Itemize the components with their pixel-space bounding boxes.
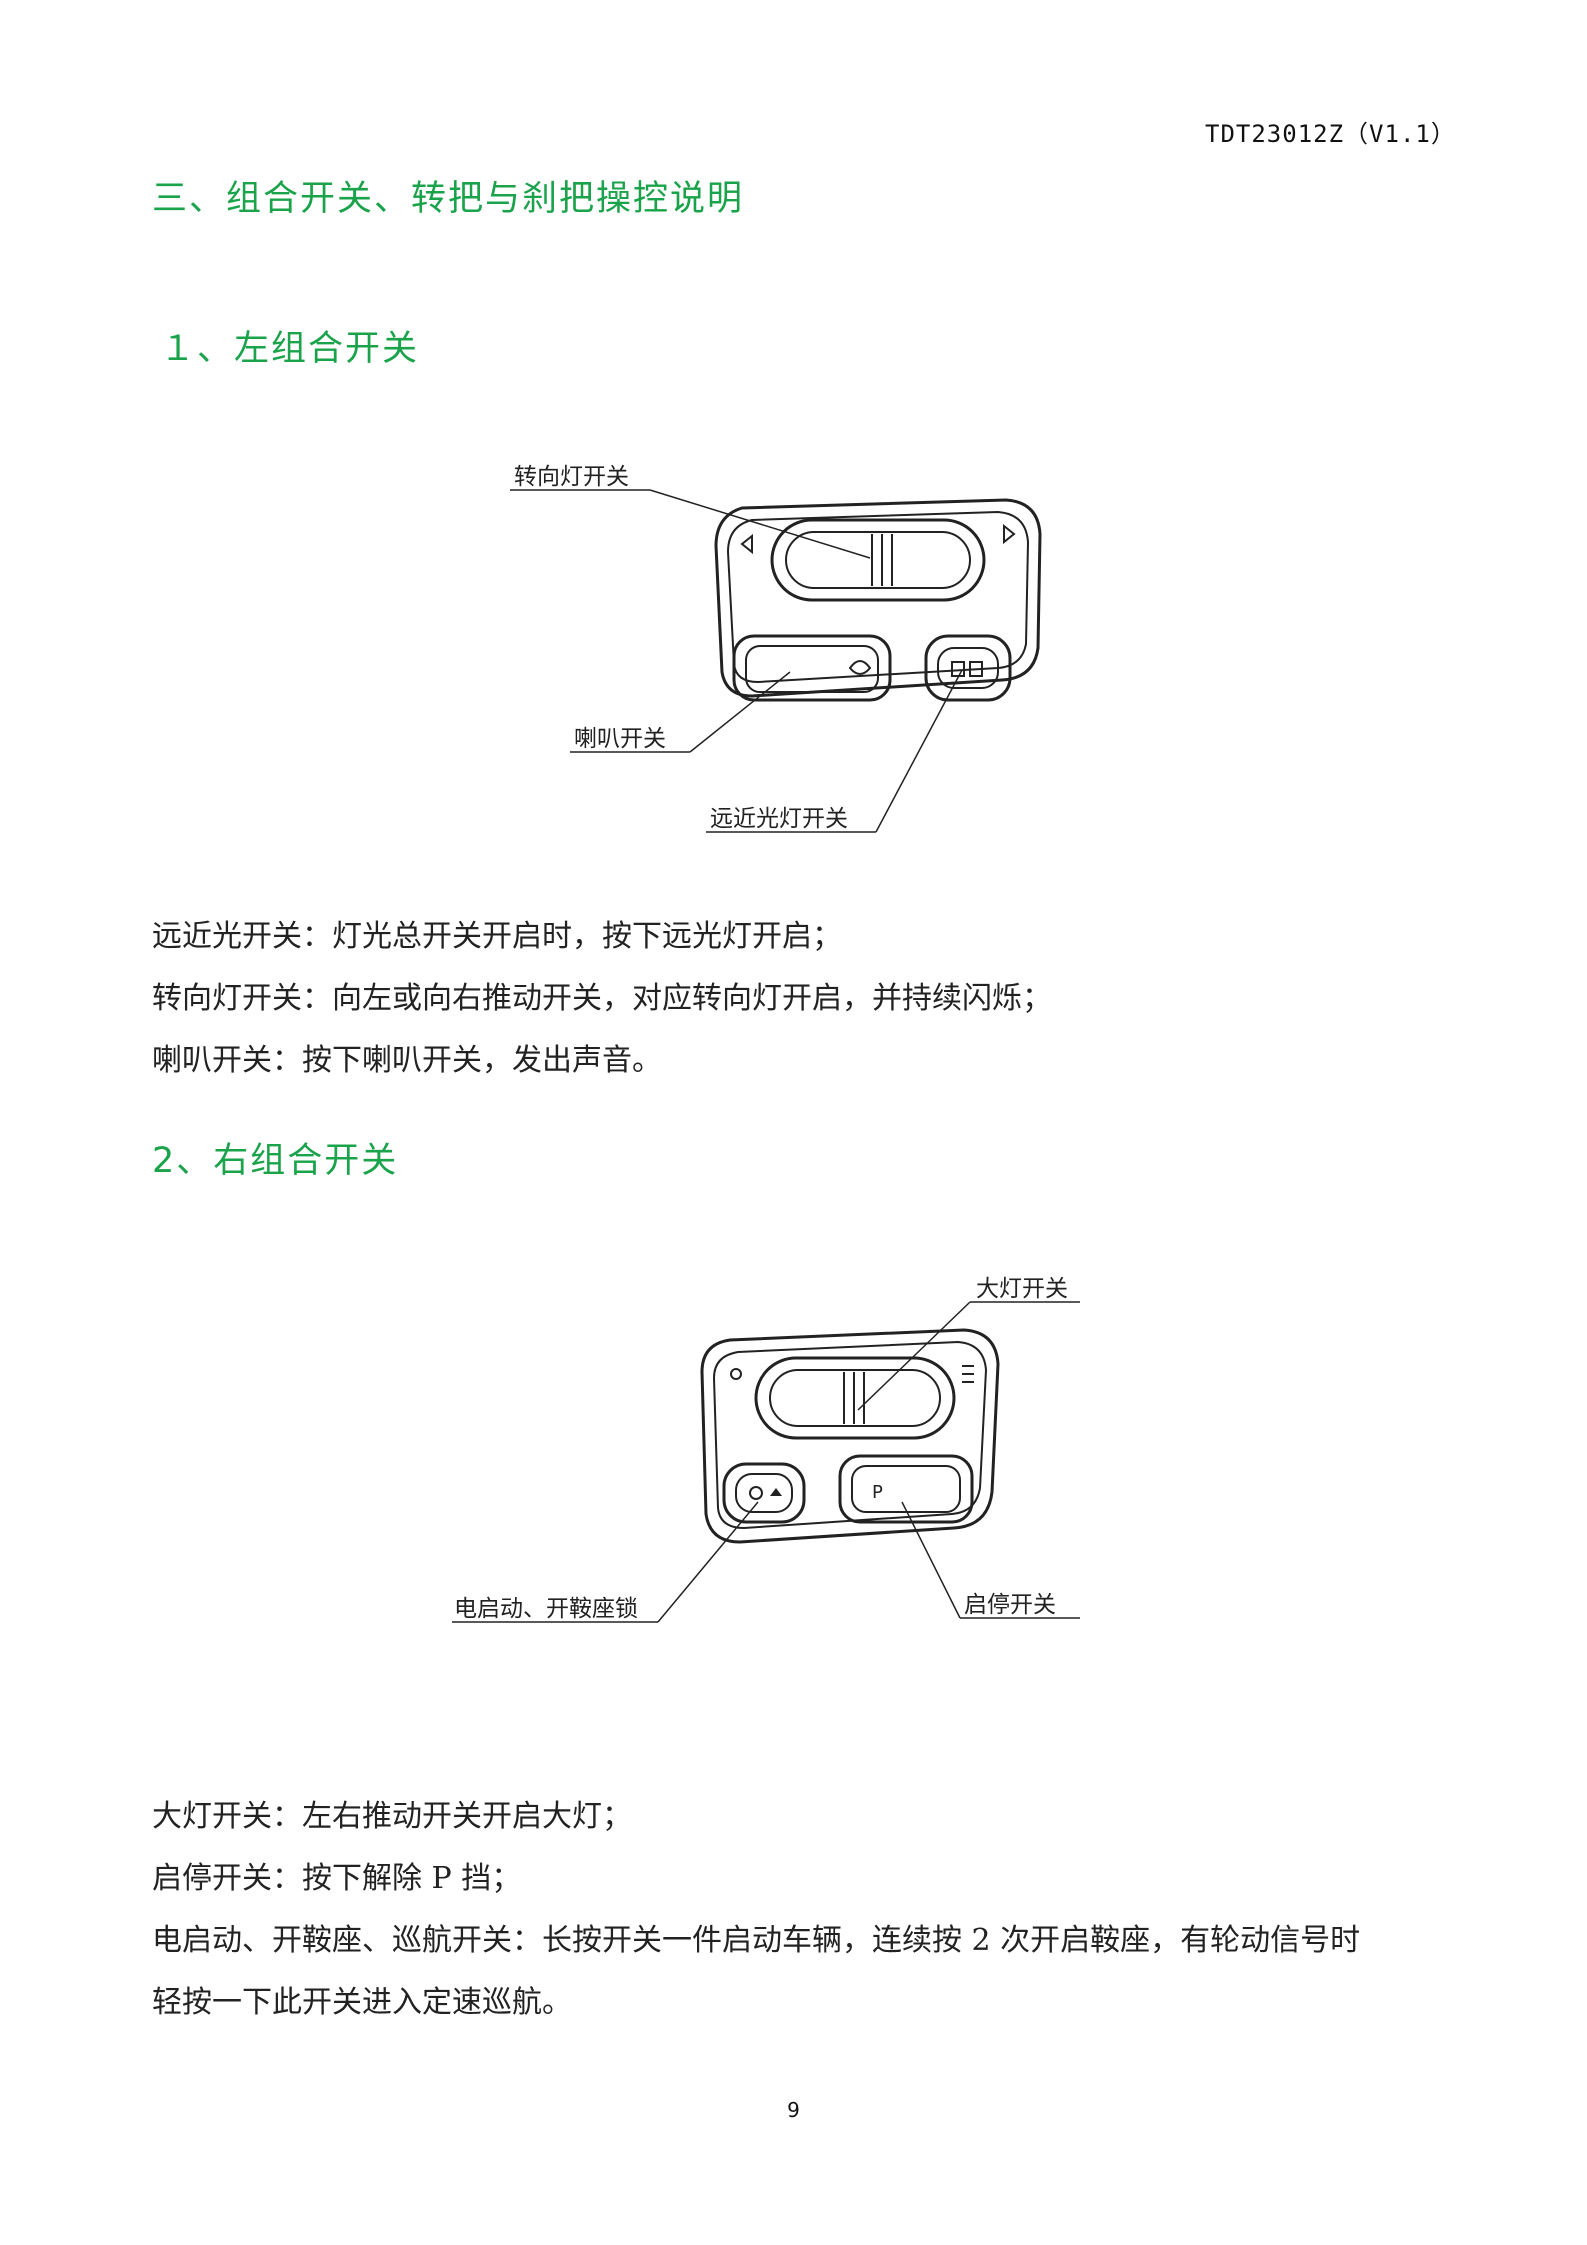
description-line: 启停开关：按下解除 P 挡； (152, 1861, 522, 1896)
page-number: 9 (787, 2098, 800, 2122)
section-title: 三、组合开关、转把与刹把操控说明 (152, 179, 745, 219)
label-beam-switch: 远近光灯开关 (710, 806, 848, 832)
right-switch-descriptions: 大灯开关：左右推动开关开启大灯； 启停开关：按下解除 P 挡； 电启动、开鞍座、… (152, 1786, 1360, 2034)
label-turn-signal-switch: 转向灯开关 (514, 464, 629, 490)
left-switch-title: １、左组合开关 (160, 329, 420, 369)
label-headlight-switch: 大灯开关 (976, 1276, 1068, 1302)
description-line: 喇叭开关：按下喇叭开关，发出声音。 (152, 1043, 662, 1078)
left-switch-descriptions: 远近光开关：灯光总开关开启时，按下远光灯开启； 转向灯开关：向左或向右推动开关，… (152, 906, 1052, 1092)
right-switch-title: 2、右组合开关 (152, 1141, 399, 1181)
description-line: 轻按一下此开关进入定速巡航。 (152, 1985, 572, 2020)
label-horn-switch: 喇叭开关 (574, 726, 666, 752)
description-line: 转向灯开关：向左或向右推动开关，对应转向灯开启，并持续闪烁； (152, 981, 1052, 1016)
right-switch-diagram: P 大灯开关 电启动、开鞍座锁 启停开关 (440, 1270, 1100, 1650)
description-line: 大灯开关：左右推动开关开启大灯； (152, 1799, 632, 1834)
label-start-stop-switch: 启停开关 (964, 1592, 1056, 1618)
label-electric-start-switch: 电启动、开鞍座锁 (454, 1596, 638, 1622)
description-line: 电启动、开鞍座、巡航开关：长按开关一件启动车辆，连续按 2 次开启鞍座，有轮动信… (152, 1923, 1361, 1958)
p-button-label: P (872, 1482, 883, 1503)
description-line: 远近光开关：灯光总开关开启时，按下远光灯开启； (152, 919, 842, 954)
document-code: TDT23012Z（V1.1） (1205, 120, 1456, 148)
left-switch-diagram: 转向灯开关 喇叭开关 远近光灯开关 (490, 450, 1110, 850)
